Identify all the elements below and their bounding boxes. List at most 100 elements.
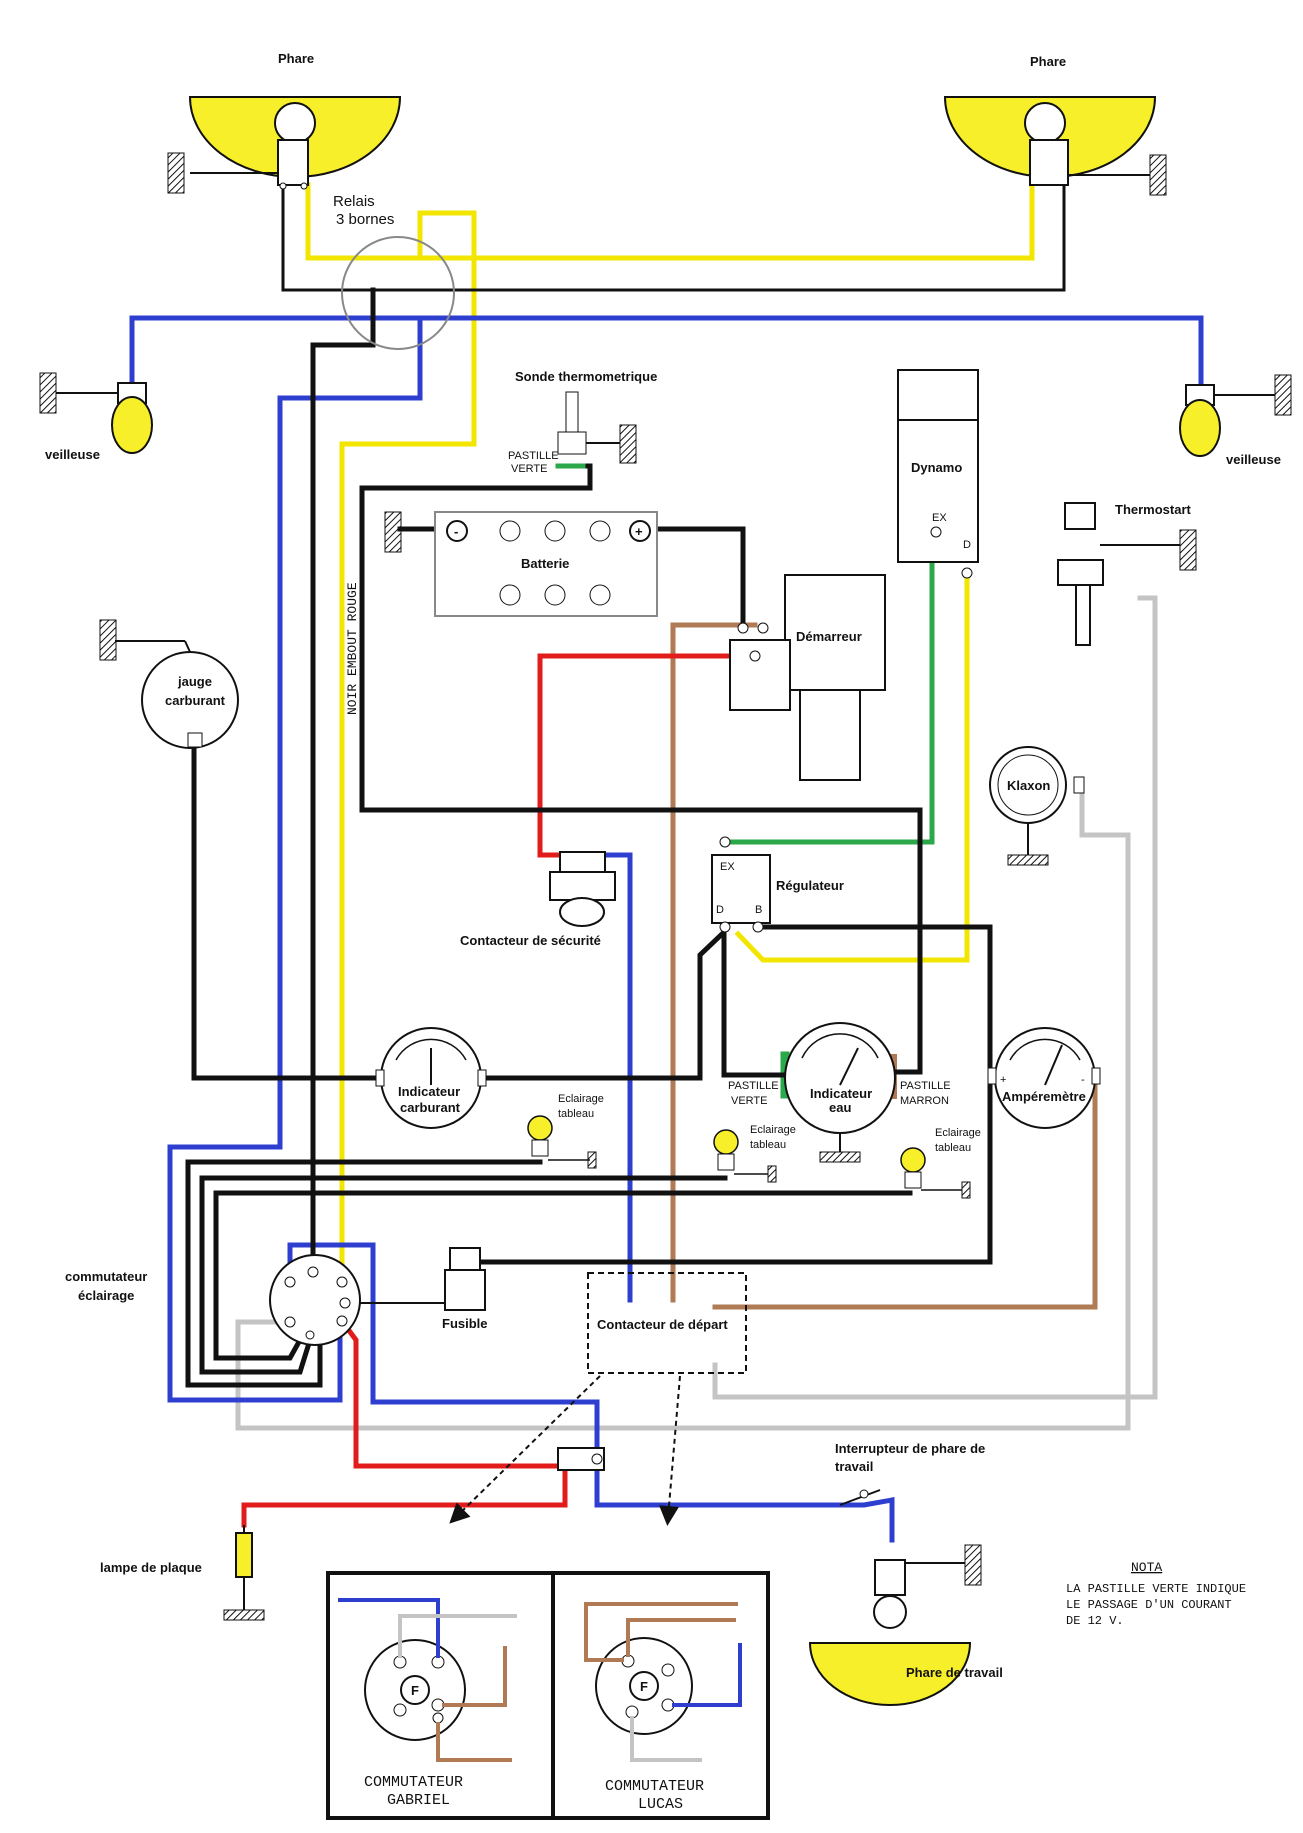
lucas-label-2: LUCAS (638, 1796, 683, 1813)
securite-label: Contacteur de sécurité (460, 933, 601, 948)
fusible-label: Fusible (442, 1316, 488, 1331)
contacteur-depart: Contacteur de départ (449, 1272, 747, 1526)
wire-black-eclairage-2 (199, 1175, 728, 1375)
gabriel-f: F (411, 1683, 419, 1698)
gabriel-label-2: GABRIEL (387, 1792, 450, 1809)
nota: NOTA LA PASTILLE VERTE INDIQUE LE PASSAG… (1066, 1560, 1246, 1628)
veilleuse-left-label: veilleuse (45, 447, 100, 462)
commutateur-eclairage: commutateur éclairage (65, 1254, 361, 1346)
sonde-pastille-1: PASTILLE (508, 450, 559, 462)
wire-blue-commutateur (287, 1242, 895, 1543)
dynamo-d-label: D (963, 539, 971, 551)
wire-black-batterie-plus (637, 526, 746, 631)
eclairage-3-label-2: tableau (935, 1142, 971, 1154)
fusible: Fusible (442, 1247, 488, 1331)
interrupteur-label-1: Interrupteur de phare de (835, 1441, 985, 1456)
comm-eclairage-label-1: commutateur (65, 1269, 147, 1284)
phare-right: Phare (943, 54, 1167, 196)
wire-black-regulateur-eau (721, 931, 786, 1078)
wire-black-phares (281, 184, 1066, 292)
veilleuse-right: veilleuse (1179, 374, 1292, 467)
wire-black-carb-regulateur (479, 930, 726, 1081)
demarreur: Démarreur (729, 574, 886, 781)
wire-black-eclairage-1 (185, 1159, 543, 1388)
wire-black-relais (310, 287, 376, 1285)
amperemetre-label: Ampéremètre (1002, 1089, 1086, 1104)
relais-label-1: Relais (333, 193, 375, 210)
phare-right-label: Phare (1030, 54, 1066, 69)
phare-travail-label: Phare de travail (906, 1665, 1003, 1680)
lucas-label-1: COMMUTATEUR (605, 1778, 704, 1795)
ind-eau-label-2: eau (829, 1100, 851, 1115)
commutateurs-box: F COMMUTATEUR GABRIEL F COMMUTATEUR LUCA… (326, 1571, 770, 1820)
batterie-plus: + (635, 524, 643, 539)
sonde-thermometrique: Sonde thermometrique PASTILLE VERTE (508, 369, 657, 475)
wire-black-regulateur-ampere (755, 924, 993, 1075)
wire-black-ampere-klaxon (477, 1069, 993, 1265)
phare-left: Phare (167, 51, 402, 194)
indicateur-eau: Indicateur eau PASTILLE VERTE PASTILLE M… (728, 1022, 951, 1163)
ampere-plus: + (1000, 1074, 1006, 1086)
relais: Relais 3 bornes (333, 193, 455, 350)
dynamo-ex-label: EX (932, 512, 947, 524)
eau-pastille-marron-1: PASTILLE (900, 1080, 951, 1092)
nota-line-3: DE 12 V. (1066, 1614, 1124, 1628)
ampere-minus: - (1081, 1074, 1085, 1086)
lampe-plaque-label: lampe de plaque (100, 1560, 202, 1575)
contacteur-securite: Contacteur de sécurité (460, 851, 616, 948)
wire-black-jauge (191, 743, 383, 1081)
veilleuse-left: veilleuse (39, 372, 153, 462)
nota-line-1: LA PASTILLE VERTE INDIQUE (1066, 1582, 1246, 1596)
eclairage-3-label-1: Eclairage (935, 1127, 981, 1139)
wire-red-demarreur-securite (537, 653, 758, 858)
wire-grey-thermostart (712, 595, 1158, 1400)
dynamo: Dynamo EX D (897, 369, 979, 579)
jauge-carburant: jauge carburant (99, 619, 239, 749)
jauge-label-1: jauge (177, 674, 212, 689)
batterie-minus: - (454, 524, 458, 539)
noir-embout-rouge-label: NOIR EMBOUT ROUGE (345, 582, 360, 715)
dynamo-label: Dynamo (911, 460, 962, 475)
demarreur-label: Démarreur (796, 629, 862, 644)
regulateur: EX D B Régulateur (711, 836, 844, 933)
wire-blue-securite (592, 852, 633, 1303)
eclairage-2-label-2: tableau (750, 1139, 786, 1151)
wire-yellow-relais (339, 210, 477, 1303)
eau-pastille-verte-2: VERTE (731, 1095, 767, 1107)
wire-black-sonde (359, 463, 923, 1075)
eclairage-tableau-2: Eclairage tableau (713, 1124, 796, 1183)
wire-brown-demarreur (670, 622, 758, 1303)
eclairage-2-label-1: Eclairage (750, 1124, 796, 1136)
wire-grey-klaxon (235, 783, 1131, 1431)
reg-d: D (716, 904, 724, 916)
eau-pastille-marron-2: MARRON (900, 1095, 949, 1107)
wire-black-eclairage-3 (213, 1190, 913, 1361)
wire-yellow-phares (305, 182, 1035, 261)
wire-yellow-dynamo (734, 575, 970, 963)
ind-eau-label-1: Indicateur (810, 1086, 872, 1101)
comm-eclairage-label-2: éclairage (78, 1288, 134, 1303)
lucas-f: F (640, 1679, 648, 1694)
interrupteur-label-2: travail (835, 1459, 873, 1474)
reg-b: B (755, 904, 762, 916)
jauge-label-2: carburant (165, 693, 226, 708)
batterie: - + Batterie (384, 511, 658, 617)
eclairage-tableau-3: Eclairage tableau (900, 1127, 981, 1199)
relais-label-2: 3 bornes (336, 211, 394, 228)
eclairage-1-label-1: Eclairage (558, 1093, 604, 1105)
nota-line-2: LE PASSAGE D'UN COURANT (1066, 1598, 1232, 1612)
reg-ex: EX (720, 861, 735, 873)
wire-blue-relais (167, 315, 423, 1403)
lampe-plaque: lampe de plaque (100, 1525, 265, 1621)
wire-brown-amperemetre (712, 1069, 1098, 1310)
eclairage-tableau-1: Eclairage tableau (527, 1093, 604, 1169)
contacteur-depart-label: Contacteur de départ (597, 1317, 728, 1332)
relais-plaque (557, 1447, 605, 1471)
batterie-label: Batterie (521, 556, 569, 571)
sonde-pastille-2: VERTE (511, 463, 547, 475)
ind-carb-label-2: carburant (400, 1100, 461, 1115)
eau-pastille-verte-1: PASTILLE (728, 1080, 779, 1092)
phare-left-label: Phare (278, 51, 314, 66)
amperemetre: + - Ampéremètre (987, 1027, 1101, 1129)
